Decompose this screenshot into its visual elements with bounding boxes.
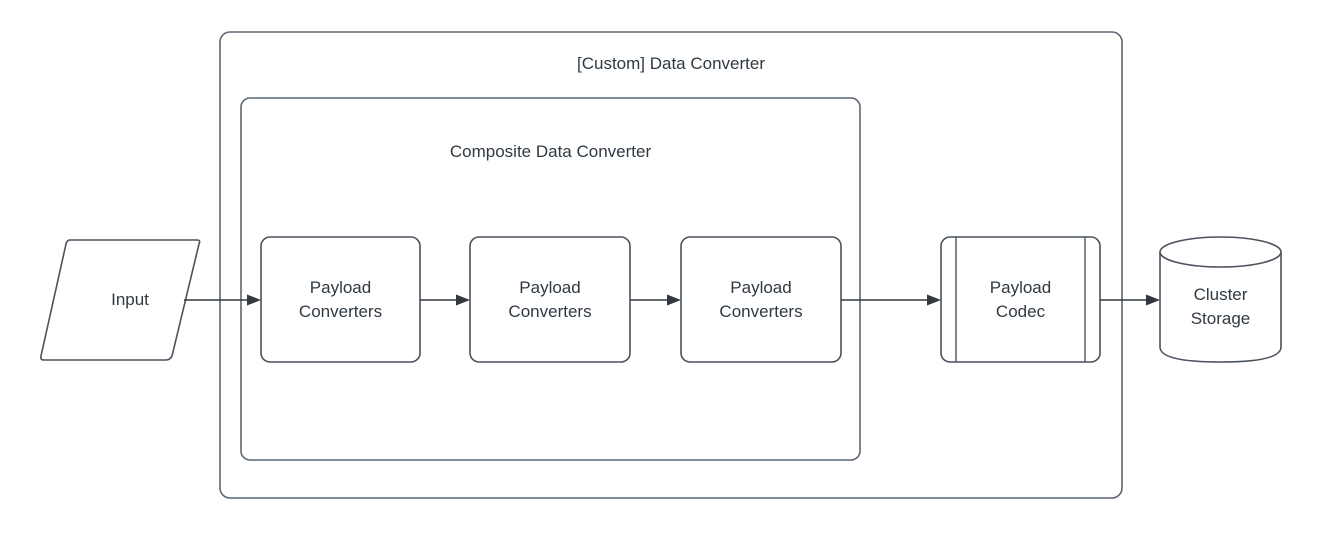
node-payload-converters-1[interactable] (260, 236, 421, 363)
arrow-head-icon (667, 294, 681, 306)
edge-payload-converters-3-to-payload-codec[interactable] (841, 294, 941, 306)
node-cluster-storage[interactable] (1159, 236, 1282, 363)
node-payload-converters-3[interactable] (680, 236, 842, 363)
arrow-head-icon (247, 294, 261, 306)
edge-payload-converters-1-to-2[interactable] (420, 294, 470, 306)
arrow-head-icon (456, 294, 470, 306)
edge-input-to-payload-converters-1[interactable] (184, 294, 261, 306)
node-payload-codec[interactable] (940, 236, 1101, 363)
arrow-head-icon (1146, 294, 1160, 306)
edge-payload-converters-2-to-3[interactable] (630, 294, 681, 306)
edge-payload-codec-to-cluster-storage[interactable] (1100, 294, 1160, 306)
arrow-head-icon (927, 294, 941, 306)
node-payload-converters-2[interactable] (469, 236, 631, 363)
node-input[interactable] (40, 239, 201, 361)
